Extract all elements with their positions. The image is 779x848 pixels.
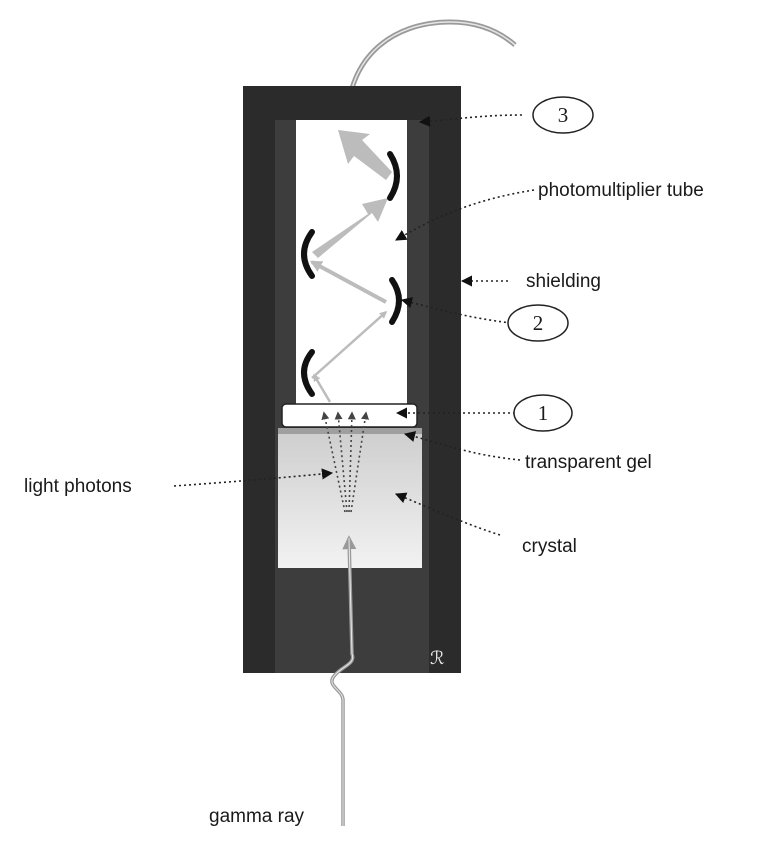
callout-3: 3 bbox=[532, 96, 594, 134]
callout-1: 1 bbox=[513, 394, 573, 432]
callout-3-number: 3 bbox=[558, 103, 569, 127]
leader-lines bbox=[173, 114, 535, 536]
light-photon-rays bbox=[321, 411, 369, 513]
photocathode bbox=[281, 403, 418, 428]
dynodes bbox=[301, 151, 402, 397]
label-transparent-gel: transparent gel bbox=[525, 452, 652, 473]
label-gamma-ray: gamma ray bbox=[209, 806, 305, 827]
electron-cascade-arrows bbox=[309, 130, 392, 403]
label-crystal: crystal bbox=[522, 536, 577, 557]
callout-1-number: 1 bbox=[538, 401, 549, 425]
transparent-gel bbox=[278, 428, 422, 434]
callout-2: 2 bbox=[507, 304, 569, 342]
label-photomultiplier-tube: photomultiplier tube bbox=[538, 180, 704, 201]
label-light-photons: light photons bbox=[24, 476, 132, 497]
callout-2-number: 2 bbox=[533, 311, 544, 335]
label-shielding: shielding bbox=[526, 271, 601, 292]
artist-signature: ℛ bbox=[430, 648, 444, 669]
